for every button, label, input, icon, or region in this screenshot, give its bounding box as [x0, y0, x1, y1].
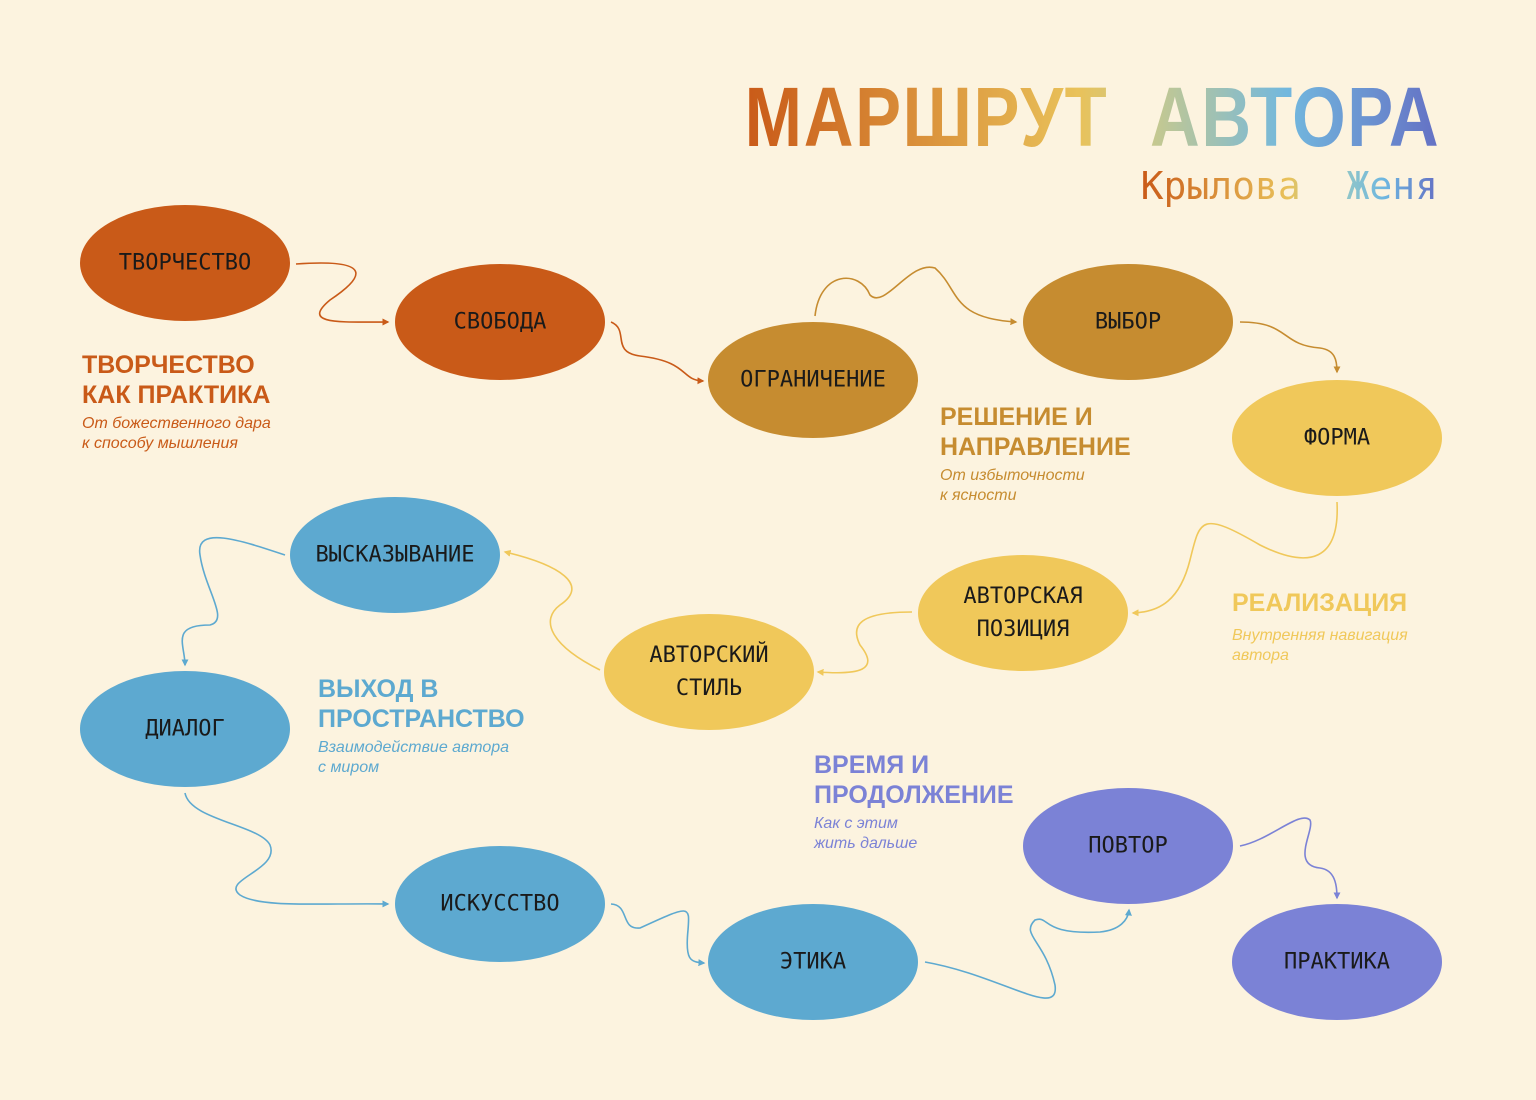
- node-1: ТВОРЧЕСТВО: [80, 205, 290, 321]
- node-ellipse: [604, 614, 814, 730]
- section-title: КАК ПРАКТИКА: [82, 381, 271, 409]
- section-desc: к способу мышления: [82, 435, 238, 452]
- node-13: ПРАКТИКА: [1232, 904, 1442, 1020]
- node-label: ПРАКТИКА: [1284, 950, 1390, 975]
- node-5: ФОРМА: [1232, 380, 1442, 496]
- node-label: ОГРАНИЧЕНИЕ: [740, 368, 886, 393]
- connector-12-13: [1239, 817, 1341, 900]
- section-title: РЕШЕНИЕ И: [940, 403, 1093, 431]
- node-ellipse: [80, 671, 290, 787]
- node-label: ДИАЛОГ: [145, 717, 224, 742]
- connector-4-5: [1239, 321, 1341, 374]
- node-ellipse: [80, 205, 290, 321]
- node-ellipse: [1023, 264, 1233, 380]
- node-7: АВТОРСКИЙ СТИЛЬ: [604, 614, 814, 730]
- section-title: РЕАЛИЗАЦИЯ: [1232, 589, 1408, 617]
- section-title: ПРОСТРАНСТВО: [318, 705, 525, 733]
- node-ellipse: [1232, 904, 1442, 1020]
- section-desc: Как с этим: [814, 815, 898, 832]
- node-label: ПОВТОР: [1088, 834, 1167, 859]
- connector-10-11: [610, 903, 706, 967]
- node-ellipse: [395, 264, 605, 380]
- node-11: ЭТИКА: [708, 904, 918, 1020]
- connector-3-4: [814, 266, 1018, 326]
- connector-9-10: [184, 792, 390, 908]
- node-label: ТВОРЧЕСТВО: [119, 251, 251, 276]
- section-realization: РЕАЛИЗАЦИЯ Внутренняя навигация автора: [1232, 588, 1408, 666]
- node-label: ВЫСКАЗЫВАНИЕ: [316, 543, 475, 568]
- node-label: ВЫБОР: [1095, 310, 1161, 335]
- node-8: ВЫСКАЗЫВАНИЕ: [290, 497, 500, 613]
- node-label: ЭТИКА: [780, 950, 846, 975]
- node-label: ПОЗИЦИЯ: [977, 617, 1070, 642]
- connector-7-8: [503, 549, 601, 671]
- node-2: СВОБОДА: [395, 264, 605, 380]
- section-desc: От божественного дара: [82, 415, 271, 432]
- section-desc: жить дальше: [814, 835, 918, 852]
- node-ellipse: [395, 846, 605, 962]
- node-4: ВЫБОР: [1023, 264, 1233, 380]
- section-title: НАПРАВЛЕНИЕ: [940, 433, 1131, 461]
- section-title: ТВОРЧЕСТВО: [82, 351, 255, 379]
- connector-1-2: [295, 262, 390, 326]
- section-desc: Внутренняя навигация: [1232, 627, 1408, 644]
- node-ellipse: [708, 322, 918, 438]
- section-title: ВЫХОД В: [318, 675, 439, 703]
- page-title: МАРШРУТ АВТОРА: [744, 70, 1440, 164]
- node-9: ДИАЛОГ: [80, 671, 290, 787]
- node-ellipse: [1232, 380, 1442, 496]
- node-label: ФОРМА: [1304, 426, 1370, 451]
- connector-2-3: [610, 321, 705, 385]
- connector-5-6: [1131, 501, 1338, 617]
- connector-6-7: [816, 611, 913, 676]
- node-ellipse: [708, 904, 918, 1020]
- section-desc: От избыточности: [940, 467, 1085, 484]
- section-desc: к ясности: [940, 487, 1017, 504]
- node-label: СВОБОДА: [454, 310, 547, 335]
- node-ellipse: [1023, 788, 1233, 904]
- node-label: АВТОРСКИЙ: [649, 642, 768, 668]
- node-ellipse: [918, 555, 1128, 671]
- section-title: ПРОДОЛЖЕНИЕ: [814, 781, 1014, 809]
- node-label: СТИЛЬ: [676, 676, 742, 701]
- section-desc: автора: [1232, 647, 1289, 664]
- node-10: ИСКУССТВО: [395, 846, 605, 962]
- section-title: ВРЕМЯ И: [814, 751, 930, 779]
- node-12: ПОВТОР: [1023, 788, 1233, 904]
- node-3: ОГРАНИЧЕНИЕ: [708, 322, 918, 438]
- node-label: ИСКУССТВО: [440, 892, 559, 917]
- node-label: АВТОРСКАЯ: [963, 584, 1082, 609]
- section-desc: с миром: [318, 759, 380, 776]
- section-desc: Взаимодействие автора: [318, 739, 510, 756]
- author-name: Крылова Женя: [1140, 164, 1438, 208]
- node-6: АВТОРСКАЯ ПОЗИЦИЯ: [918, 555, 1128, 671]
- connector-8-9: [181, 536, 286, 667]
- connector-11-12: [924, 908, 1132, 999]
- node-ellipse: [290, 497, 500, 613]
